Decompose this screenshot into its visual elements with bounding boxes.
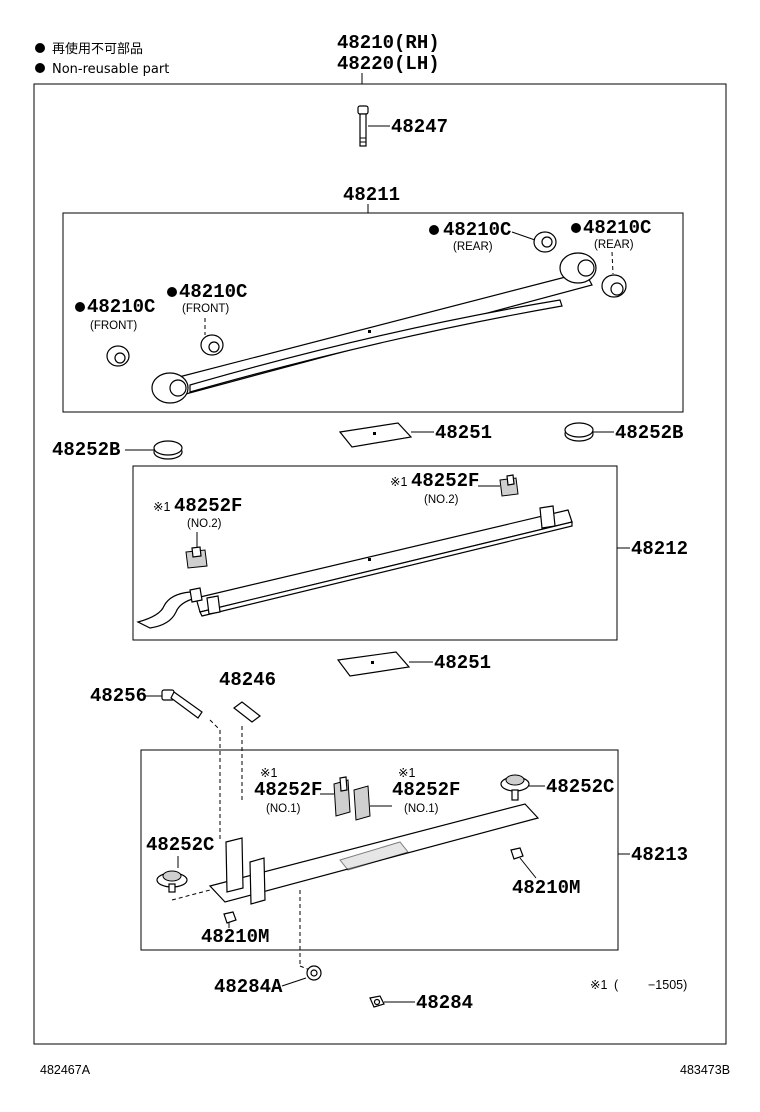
label-48256[interactable]: 48256	[90, 685, 147, 707]
pad-48252b-right-icon	[564, 422, 594, 442]
legend: 再使用不可部品 Non-reusable part	[35, 41, 169, 77]
label-48210c-rear-a[interactable]: 48210C	[443, 219, 511, 241]
footnote-mark: ※1	[590, 978, 607, 992]
note-48210c-front-b: (FRONT)	[90, 320, 137, 332]
bushing-rear-a-icon	[533, 231, 557, 253]
label-48247[interactable]: 48247	[391, 116, 448, 138]
label-48252f-no2-left[interactable]: 48252F	[174, 495, 242, 517]
footer-right-code: 483473B	[680, 1063, 730, 1077]
label-48252f-no1-b[interactable]: 48252F	[392, 779, 460, 801]
label-48252c-left[interactable]: 48252C	[146, 834, 214, 856]
footnote-paren: (	[614, 978, 619, 992]
bushing-rear-b-icon	[601, 274, 627, 298]
box-48213	[140, 749, 619, 951]
non-reusable-dot-icon	[35, 43, 45, 53]
label-48252b-left[interactable]: 48252B	[52, 439, 120, 461]
label-48212[interactable]: 48212	[631, 538, 688, 560]
label-48210c-front-b[interactable]: 48210C	[87, 296, 155, 318]
note-48210c-rear-b: (REAR)	[594, 239, 634, 251]
liner-48251-lower-icon	[336, 651, 411, 677]
mark-48252f-no2-right: ※1	[390, 475, 407, 489]
pad-48252c-left-icon	[156, 870, 188, 893]
box-48211	[62, 212, 684, 413]
label-48284a[interactable]: 48284A	[214, 976, 283, 998]
assembly-number-rh[interactable]: 48210(RH)	[337, 32, 440, 54]
label-48252f-no2-right[interactable]: 48252F	[411, 470, 479, 492]
label-48210m-right[interactable]: 48210M	[512, 877, 580, 899]
pad-48252c-right-icon	[500, 774, 530, 801]
nut-48210m-left-icon	[223, 911, 237, 924]
footnote-range: −1505)	[648, 978, 687, 992]
legend-japanese: 再使用不可部品	[52, 41, 143, 57]
note-48210c-rear-a: (REAR)	[453, 241, 493, 253]
non-reusable-dot-icon	[75, 302, 85, 312]
mark-48252f-no1-a: ※1	[260, 766, 277, 780]
outer-frame	[33, 83, 727, 1045]
pad-48252b-left-icon	[153, 440, 183, 460]
note-48252f-no2-right: (NO.2)	[424, 494, 459, 506]
nut-48284a-icon	[306, 965, 322, 981]
nut-48284-icon	[369, 995, 385, 1008]
bushing-front-a-icon	[200, 334, 224, 356]
label-48210c-rear-b[interactable]: 48210C	[583, 217, 651, 239]
note-48210c-front-a: (FRONT)	[182, 303, 229, 315]
label-48210c-front-a[interactable]: 48210C	[179, 281, 247, 303]
clip-48252f-no1-b-icon	[353, 785, 371, 821]
bolt-48247-icon	[357, 105, 369, 147]
leaf-spring-48211-icon	[151, 252, 597, 404]
non-reusable-dot-icon	[571, 223, 581, 233]
label-48213[interactable]: 48213	[631, 844, 688, 866]
label-48252f-no1-a[interactable]: 48252F	[254, 779, 322, 801]
bolt-48256-icon	[161, 689, 203, 719]
bushing-front-b-icon	[106, 345, 130, 367]
label-48251-upper[interactable]: 48251	[435, 422, 492, 444]
non-reusable-dot-icon	[429, 225, 439, 235]
label-48210m-left[interactable]: 48210M	[201, 926, 269, 948]
clip-48252f-no2-left-icon	[185, 546, 208, 569]
label-48211[interactable]: 48211	[343, 184, 400, 206]
mark-48252f-no1-b: ※1	[398, 766, 415, 780]
note-48252f-no1-a: (NO.1)	[266, 803, 301, 815]
label-48252b-right[interactable]: 48252B	[615, 422, 683, 444]
clip-48252f-no2-right-icon	[499, 474, 519, 497]
mark-48252f-no2-left: ※1	[153, 500, 170, 514]
nut-48210m-right-icon	[510, 847, 524, 860]
note-48252f-no2-left: (NO.2)	[187, 518, 222, 530]
pin-48246-icon	[233, 701, 261, 723]
liner-48251-upper-icon	[338, 422, 413, 448]
clip-48252f-no1-a-icon	[333, 776, 351, 817]
label-48251-lower[interactable]: 48251	[434, 652, 491, 674]
footer-left-code: 482467A	[40, 1063, 91, 1077]
legend-english: Non-reusable part	[52, 62, 169, 77]
label-48246[interactable]: 48246	[219, 669, 276, 691]
assembly-number-lh[interactable]: 48220(LH)	[337, 53, 440, 75]
note-48252f-no1-b: (NO.1)	[404, 803, 439, 815]
leaf-spring-48212-icon	[136, 505, 573, 629]
label-48284[interactable]: 48284	[416, 992, 473, 1014]
non-reusable-dot-icon	[167, 287, 177, 297]
box-48212	[132, 465, 618, 641]
label-48252c-right[interactable]: 48252C	[546, 776, 614, 798]
plate-48213-icon	[208, 803, 540, 905]
non-reusable-dot-icon	[35, 63, 45, 73]
